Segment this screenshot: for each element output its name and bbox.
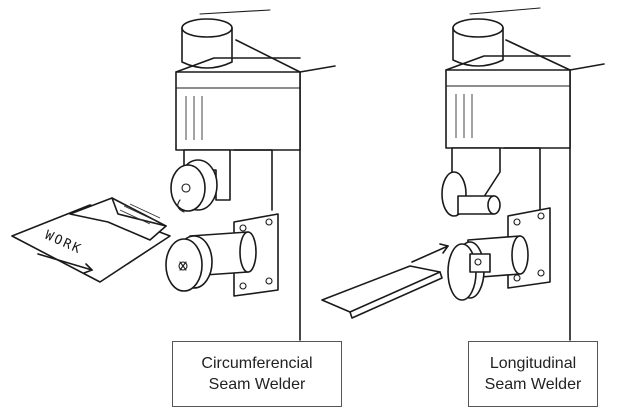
left-top-cylinder bbox=[181, 9, 271, 69]
longitudinal-welder bbox=[321, 7, 605, 341]
right-upper-wheel bbox=[441, 171, 501, 217]
right-lower-wheel bbox=[447, 241, 491, 301]
circumferential-caption-line1: Circumferencial bbox=[201, 355, 313, 372]
circumferential-caption-line2: Seam Welder bbox=[208, 376, 306, 393]
right-lower-arm bbox=[467, 207, 551, 289]
circumferential-welder: WORK bbox=[11, 9, 336, 341]
left-work-sheet: WORK bbox=[11, 197, 171, 283]
longitudinal-caption-line1: Longitudinal bbox=[489, 355, 577, 372]
longitudinal-caption: Longitudinal Seam Welder bbox=[468, 341, 598, 407]
right-work-sheet bbox=[321, 243, 449, 319]
longitudinal-caption-line2: Seam Welder bbox=[484, 376, 582, 393]
circumferential-caption: Circumferencial Seam Welder bbox=[172, 341, 342, 407]
left-lower-wheel bbox=[165, 235, 213, 292]
left-upper-wheel bbox=[170, 159, 218, 213]
right-top-cylinder bbox=[452, 7, 541, 67]
